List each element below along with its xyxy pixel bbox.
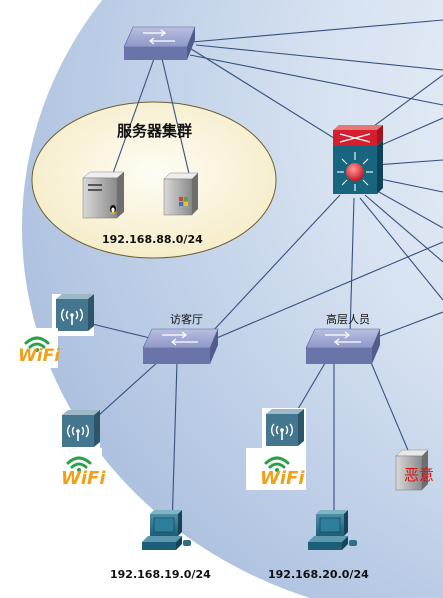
visitor-switch-label: 访客厅 — [170, 313, 203, 326]
wifi-logo-icon-3 — [246, 448, 306, 490]
wifi-logo-icon-2 — [56, 448, 102, 490]
executive-switch-icon — [305, 328, 381, 364]
access-point-icon-1 — [52, 294, 94, 336]
visitor-pc-icon — [142, 510, 191, 550]
malicious-device-label: 恶意 — [404, 466, 435, 484]
visitor-switch-icon — [142, 328, 219, 364]
server-cluster-area — [31, 101, 277, 259]
wifi-logo-icon-1 — [16, 328, 58, 368]
server-cluster-title: 服务器集群 — [117, 122, 193, 140]
executive-switch-label: 高层人员 — [326, 313, 370, 326]
access-point-icon-2 — [58, 410, 100, 450]
malicious-device-icon — [395, 449, 429, 491]
server-cluster-subnet: 192.168.88.0/24 — [102, 233, 203, 246]
wifi-text-3: WiFi — [260, 468, 305, 489]
network-links — [87, 19, 443, 529]
access-point-icon-3 — [262, 408, 306, 450]
top-switch-icon — [123, 26, 196, 60]
executive-subnet-label: 192.168.20.0/24 — [268, 568, 369, 581]
visitor-subnet-label: 192.168.19.0/24 — [110, 568, 211, 581]
linux-server-icon — [82, 171, 125, 219]
executive-pc-icon — [308, 510, 357, 550]
wifi-text-1: WiFi — [18, 346, 61, 366]
windows-server-icon — [163, 172, 199, 216]
core-router-icon — [333, 125, 383, 194]
wifi-text-2: WiFi — [61, 468, 106, 489]
